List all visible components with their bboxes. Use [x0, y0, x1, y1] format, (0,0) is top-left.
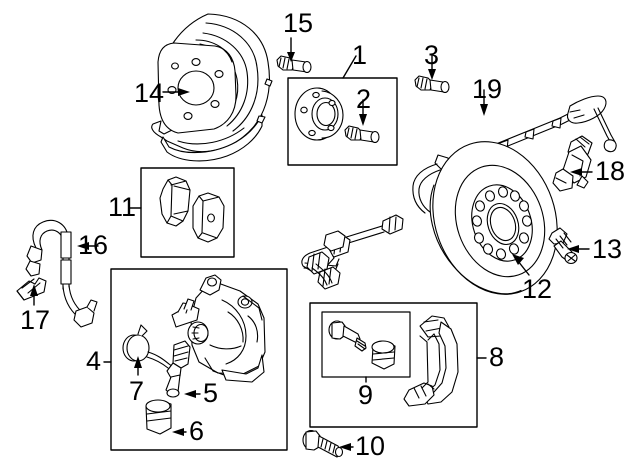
callout-2[interactable]: 2: [356, 84, 372, 114]
guide-pin-bushing: [371, 340, 396, 370]
callout-12[interactable]: 12: [522, 274, 553, 304]
callout-5[interactable]: 5: [203, 378, 219, 408]
callout-9[interactable]: 9: [358, 380, 374, 410]
rotor-retaining-screw: [548, 227, 578, 265]
callout-leaders: [30, 37, 593, 451]
callout-19[interactable]: 19: [472, 74, 503, 104]
wheel-hub-bolt: [344, 125, 380, 144]
callout-13[interactable]: 13: [592, 234, 623, 264]
callout-16[interactable]: 16: [78, 230, 109, 260]
brake-pad-set-box: [140, 167, 235, 258]
caliper-bracket-bolt: [302, 429, 344, 458]
wheel-hub-flange: [294, 87, 344, 141]
brake-caliper-box: [110, 268, 288, 451]
brake-hose: [25, 219, 98, 328]
callout-8[interactable]: 8: [489, 342, 505, 372]
rotor-hat-holes: [471, 186, 533, 260]
callout-15[interactable]: 15: [283, 8, 314, 38]
splash-shield-bolt: [276, 55, 312, 74]
bleeder-screw-cap: [145, 399, 172, 435]
callout-17[interactable]: 17: [20, 305, 51, 335]
caliper-bracket-box: [309, 302, 478, 428]
callout-3[interactable]: 3: [424, 40, 440, 70]
hub-bearing-assembly-box: [287, 77, 398, 166]
brake-pad-inner: [159, 176, 191, 227]
caliper-spring-clip: [122, 324, 176, 369]
hub-mounting-bolt: [414, 75, 450, 94]
callout-1[interactable]: 1: [352, 40, 368, 70]
abs-speed-sensor: [552, 135, 593, 192]
caliper-bracket: [403, 315, 459, 407]
callout-10[interactable]: 10: [355, 431, 386, 461]
brake-splash-shield: [151, 13, 273, 162]
bleeder-screw: [165, 340, 191, 398]
brake-caliper-body: [171, 274, 266, 383]
callout-11[interactable]: 11: [108, 192, 137, 222]
brake-pad-outer: [192, 192, 225, 243]
brake-rotor-disc: [429, 141, 558, 295]
callout-7[interactable]: 7: [129, 376, 145, 406]
callout-18[interactable]: 18: [595, 156, 626, 186]
callout-4[interactable]: 4: [86, 346, 102, 376]
callout-6[interactable]: 6: [189, 416, 205, 446]
callout-14[interactable]: 14: [134, 78, 165, 108]
guide-pin-bolt: [328, 320, 367, 352]
